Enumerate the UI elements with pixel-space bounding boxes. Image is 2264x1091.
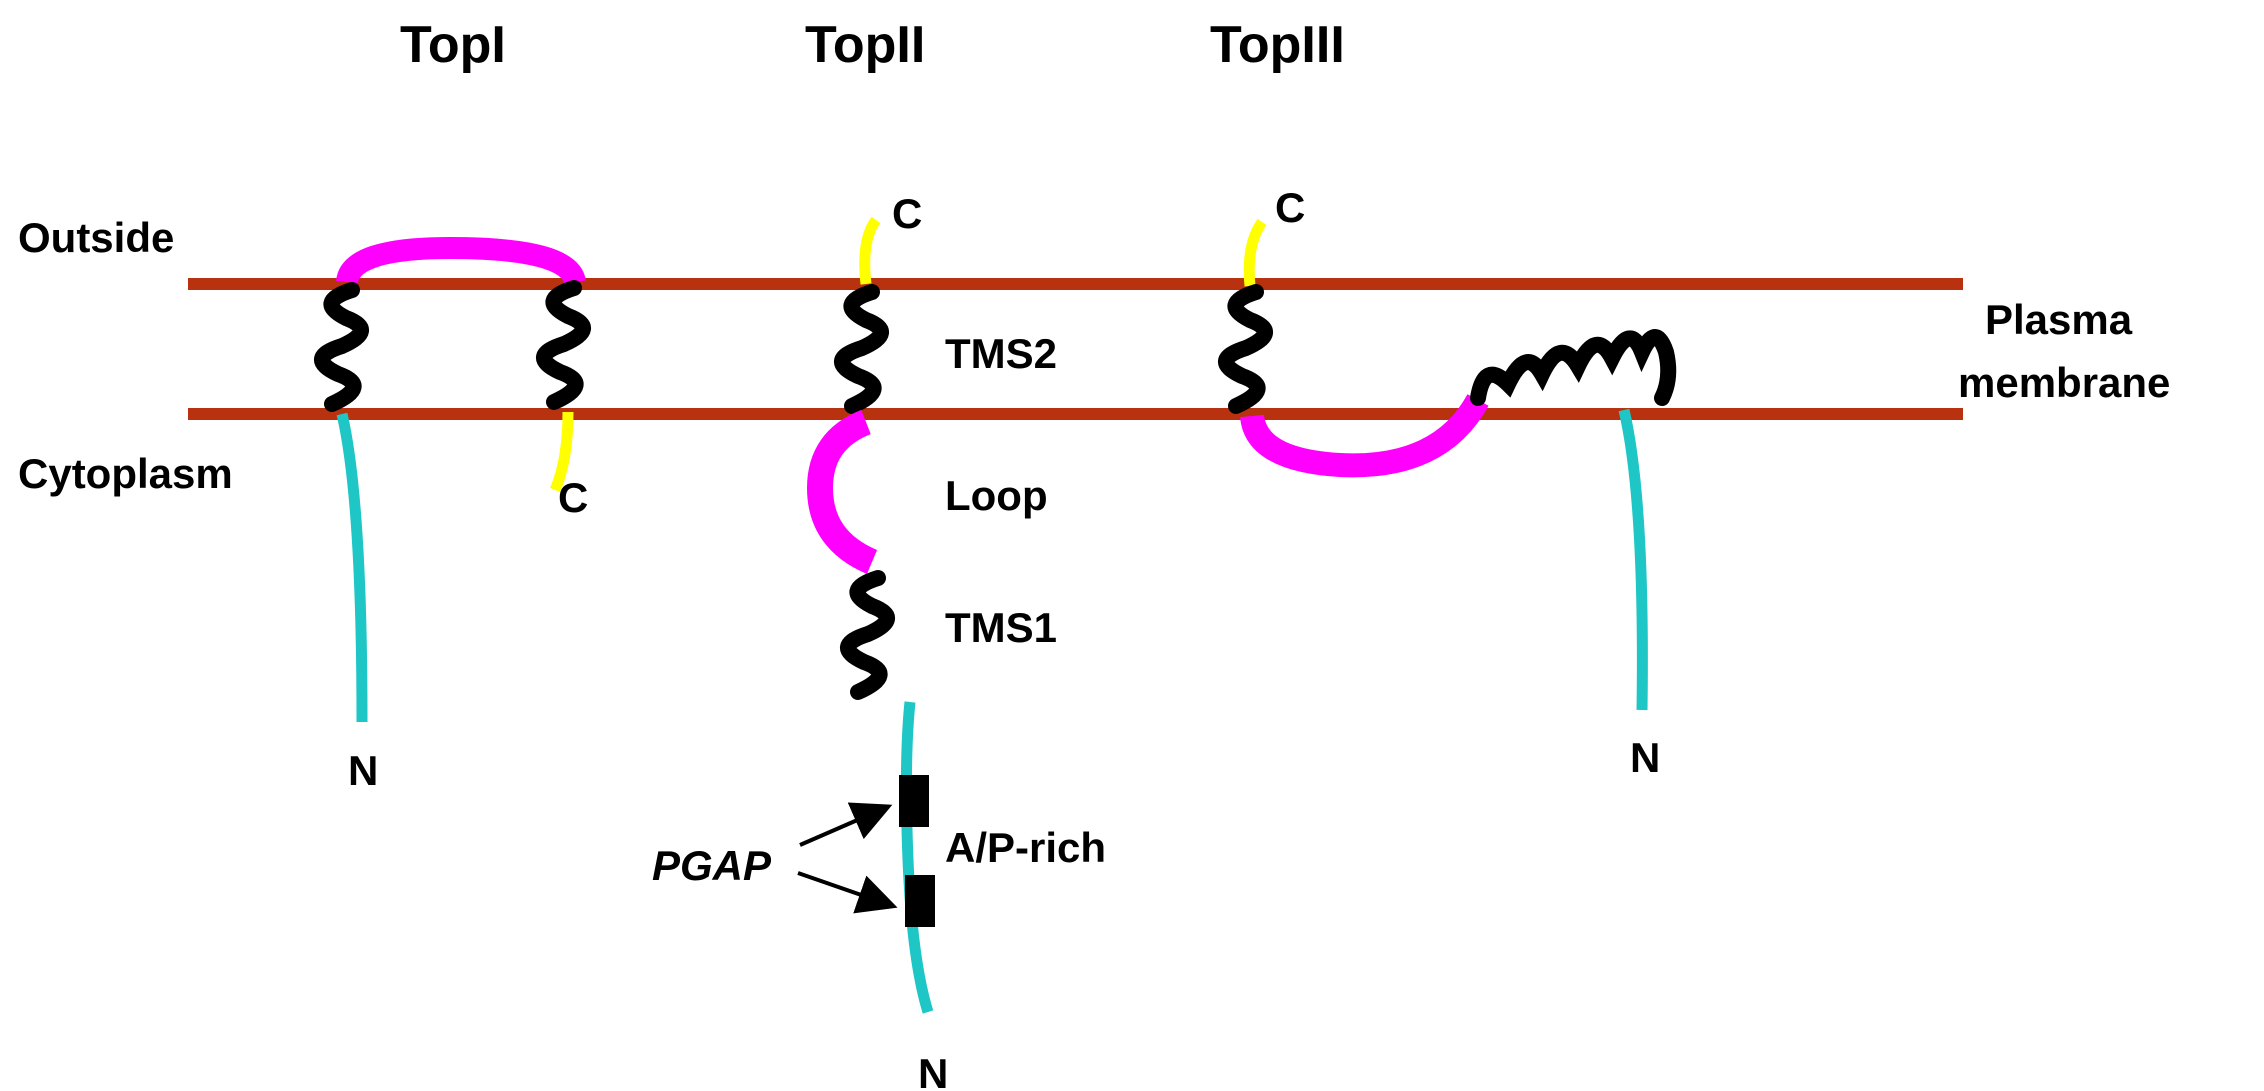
pgap-motif-2 (905, 875, 935, 927)
topII-tms2-helix (834, 284, 889, 414)
title-topI: TopI (400, 16, 506, 74)
topII-c-tail (859, 216, 881, 285)
topIII-n-label: N (1630, 734, 1660, 781)
topII-tms1-helix (840, 570, 895, 700)
label-outside: Outside (18, 214, 174, 261)
topII-tms1-label: TMS1 (945, 604, 1057, 651)
topI-c-label: C (558, 474, 588, 521)
topIII-c-label: C (1275, 184, 1305, 231)
topI-n-label: N (348, 747, 378, 794)
topII-n-tail (900, 701, 934, 1014)
topII-tms2-label: TMS2 (945, 330, 1057, 377)
topI-n-tail (336, 412, 368, 723)
topI-extracellular-loop (336, 236, 586, 285)
topII-cytoplasmic-loop (806, 409, 878, 574)
title-topIII: TopIII (1210, 16, 1345, 74)
topIII-cytoplasmic-loop (1240, 393, 1489, 478)
topI-tms2-helix (536, 280, 591, 410)
label-cytoplasm: Cytoplasm (18, 450, 233, 497)
topIII-tms-helix (1218, 284, 1273, 414)
topIII-amphipathic-helix (1470, 329, 1677, 406)
topII-ap-rich-label: A/P-rich (945, 824, 1106, 871)
title-topII: TopII (805, 16, 925, 74)
pgap-arrow-1 (799, 802, 893, 847)
pgap-motif-1 (899, 775, 929, 827)
topI-tms1-helix (314, 282, 369, 412)
label-plasma: Plasma (1985, 296, 2133, 343)
topII-loop-label: Loop (945, 472, 1048, 519)
topIII-n-tail (1618, 408, 1648, 711)
label-membrane: membrane (1958, 359, 2170, 406)
topI-c-tail (549, 411, 574, 493)
pgap-label: PGAP (652, 842, 772, 889)
topIII-c-tail (1243, 218, 1267, 287)
topII-c-label: C (892, 190, 922, 237)
topII-n-label: N (918, 1050, 948, 1091)
pgap-arrow-2 (797, 871, 898, 914)
